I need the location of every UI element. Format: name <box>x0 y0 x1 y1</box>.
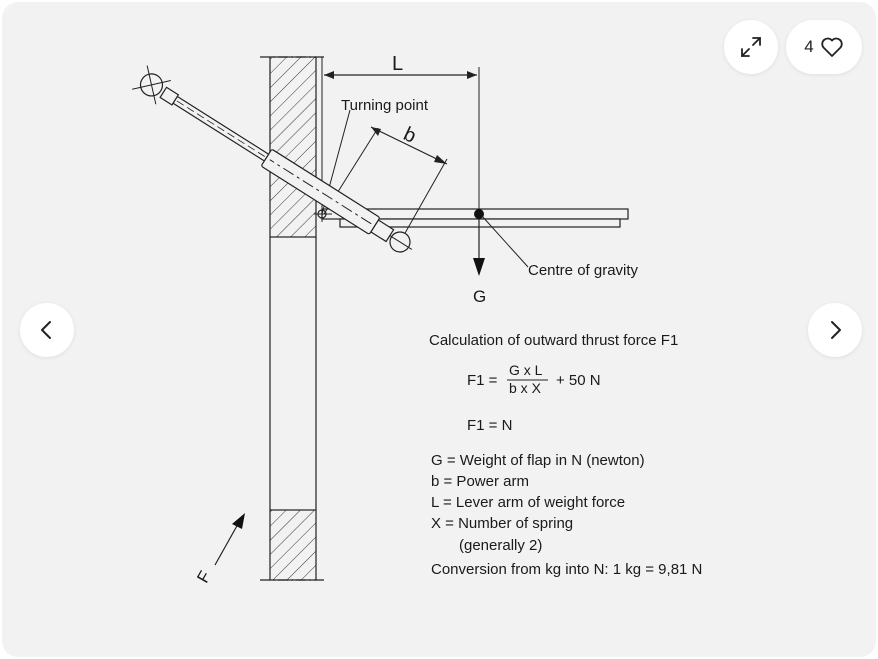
dimension-L <box>321 57 480 212</box>
label-L: L <box>392 53 403 75</box>
legend-line: X = Number of spring <box>431 515 573 532</box>
formula-result: F1 = N <box>467 417 512 434</box>
label-F: F <box>193 568 215 586</box>
legend-line: G = Weight of flap in N (newton) <box>431 452 645 469</box>
previous-image-button[interactable] <box>20 303 74 357</box>
next-image-button[interactable] <box>808 303 862 357</box>
expand-button[interactable] <box>724 20 778 74</box>
legend-line: Conversion from kg into N: 1 kg = 9,81 N <box>431 561 702 578</box>
legend-line: b = Power arm <box>431 473 529 490</box>
formula-lhs: F1 = <box>467 372 498 389</box>
calc-title: Calculation of outward thrust force F1 <box>429 332 678 349</box>
chevron-left-icon <box>41 321 51 339</box>
wall <box>260 56 327 581</box>
heart-outline-icon <box>821 37 843 57</box>
chevron-right-icon <box>831 321 841 339</box>
like-count: 4 <box>804 37 814 56</box>
label-G: G <box>473 287 486 306</box>
legend-line: L = Lever arm of weight force <box>431 494 625 511</box>
formula-numerator: G x L <box>509 362 543 378</box>
centre-of-gravity-label: Centre of gravity <box>528 262 639 279</box>
formula-addend: + 50 N <box>556 372 601 389</box>
legend-line: (generally 2) <box>459 537 542 554</box>
formula-denominator: b x X <box>509 380 542 396</box>
gas-spring <box>132 65 413 253</box>
label-b: b <box>400 123 419 148</box>
centre-of-gravity-marker <box>473 209 529 276</box>
force-arrow <box>214 513 245 566</box>
turning-point-label: Turning point <box>341 97 429 114</box>
like-button[interactable]: 4 <box>786 20 862 74</box>
expand-arrows-icon <box>741 37 761 57</box>
